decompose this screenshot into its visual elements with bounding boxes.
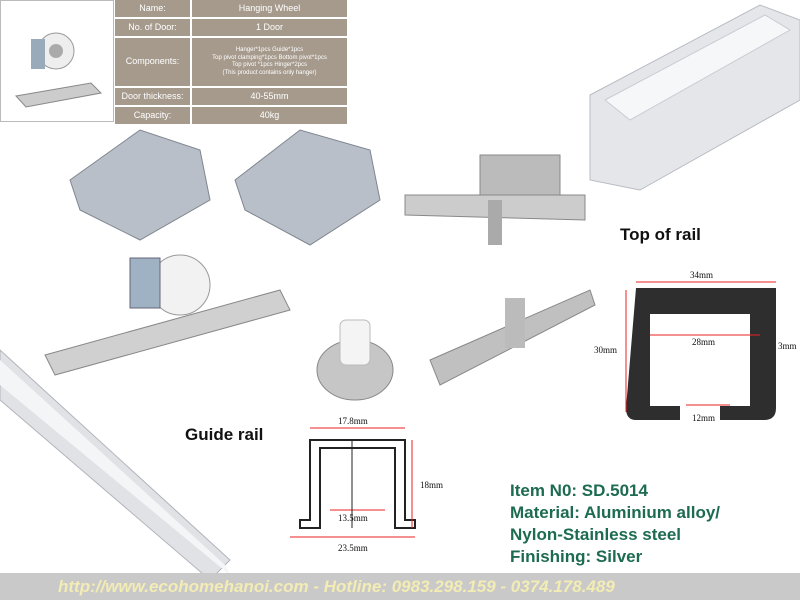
material-line-1: Material: Aluminium alloy/ [510,503,721,522]
dim-top-width: 34mm [690,270,714,280]
label-components: Components: [115,38,190,86]
component-line: (This product contains only hanger) [222,69,317,76]
dim-top-inner: 28mm [692,337,716,347]
value-capacity: 40kg [192,107,347,124]
dim-guide-bottom: 23.5mm [338,543,368,553]
label-doors: No. of Door: [115,19,190,36]
value-thickness: 40-55mm [192,88,347,105]
product-thumbnail [0,0,114,122]
value-components: Hanger*1pcs Guide*1pcs Top pivot clampin… [192,38,347,86]
label-thickness: Door thickness: [115,88,190,105]
component-line: Top pivot clamping*1pcs Bottom pivot*1pc… [212,54,327,61]
guide-rail-label: Guide rail [185,425,264,444]
dim-guide-top: 17.8mm [338,416,368,426]
dim-top-wall: 3mm [778,341,797,351]
dim-guide-inner: 13.5mm [338,513,368,523]
component-line: Top pivot *1pcs Hinger*2pcs [231,62,308,68]
top-rail-label: Top of rail [620,225,701,244]
spec-table: Name: Hanging Wheel No. of Door: 1 Door … [115,0,347,124]
finishing: Finishing: Silver [510,547,643,566]
dim-top-opening: 12mm [692,413,716,423]
value-name: Hanging Wheel [192,0,347,17]
component-line: Hanger*1pcs Guide*1pcs [235,47,304,53]
item-number: Item N0: SD.5014 [510,481,648,500]
material-line-2: Nylon-Stainless steel [510,525,682,544]
value-doors: 1 Door [192,19,347,36]
product-info: Item N0: SD.5014 Material: Aluminium all… [510,480,720,568]
dim-guide-height: 18mm [420,480,444,490]
footer-contact: http://www.ecohomehanoi.com - Hotline: 0… [0,573,800,600]
dim-top-height: 30mm [594,345,618,355]
label-capacity: Capacity: [115,107,190,124]
label-name: Name: [115,0,190,17]
